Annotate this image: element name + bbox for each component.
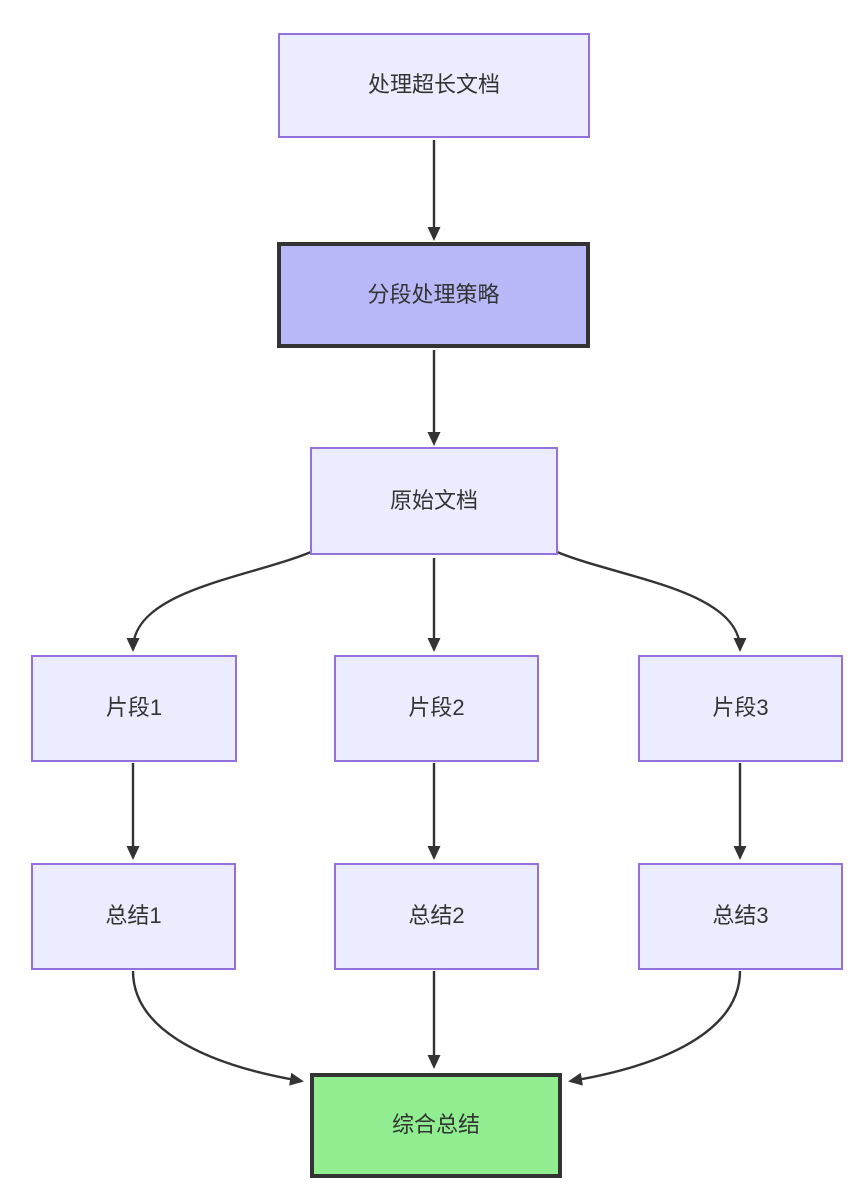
node-label: 片段3	[712, 695, 769, 721]
edge-summary1-combined	[131, 970, 304, 1086]
node-fragment-1: 片段1	[31, 655, 237, 762]
node-label: 片段2	[408, 695, 465, 721]
node-summary-3: 总结3	[638, 863, 843, 970]
edge-c-fragment3	[556, 550, 747, 652]
node-label: 总结1	[105, 903, 162, 929]
node-summary-1: 总结1	[31, 863, 236, 970]
node-label: 原始文档	[389, 487, 478, 513]
edge-c-fragment1	[126, 550, 312, 652]
node-combined-summary: 综合总结	[310, 1073, 562, 1178]
node-original-document: 原始文档	[310, 447, 558, 555]
node-summary-2: 总结2	[334, 863, 539, 970]
node-label: 处理超长文档	[367, 72, 500, 98]
node-process-long-document: 处理超长文档	[278, 33, 590, 138]
node-label: 总结3	[712, 903, 769, 929]
node-label: 分段处理策略	[367, 281, 500, 307]
node-label: 总结2	[408, 903, 465, 929]
node-fragment-3: 片段3	[638, 655, 843, 762]
node-fragment-2: 片段2	[334, 655, 539, 762]
node-label: 综合总结	[391, 1112, 480, 1138]
node-segmented-processing-strategy: 分段处理策略	[277, 242, 590, 348]
node-label: 片段1	[105, 695, 163, 721]
edge-summary3-combined	[568, 970, 742, 1086]
